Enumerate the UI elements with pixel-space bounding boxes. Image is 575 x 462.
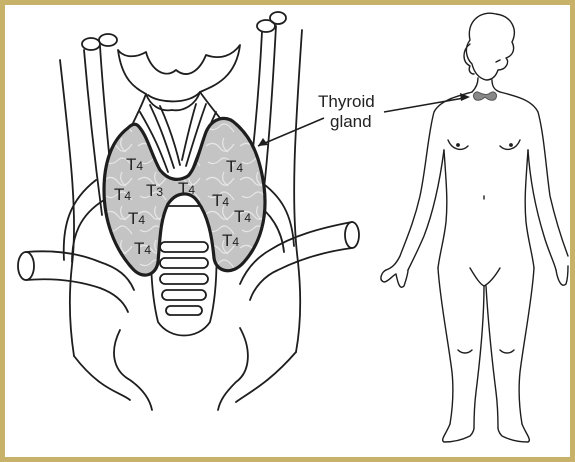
head [466,13,514,80]
left-vessel [84,50,102,215]
body-thyroid [473,92,496,100]
right-foot [498,424,529,442]
thyroid-callout: Thyroid gland [258,92,470,146]
arrow-to-gland [258,118,324,146]
thyroid-label-line-1: Thyroid [318,92,375,111]
thyroid-label-line-2: gland [330,112,372,131]
left-hand [381,270,408,287]
neck-outline-right [294,30,302,352]
left-foot [443,424,474,442]
body-figure [381,13,568,442]
arrow-to-body [384,98,464,112]
thyroid-illustration: T4 T4 T3 T4 T4 T4 T4 T4 T4 T4 T4 Thyroid… [5,5,570,457]
left-lower-vessel [26,251,134,290]
